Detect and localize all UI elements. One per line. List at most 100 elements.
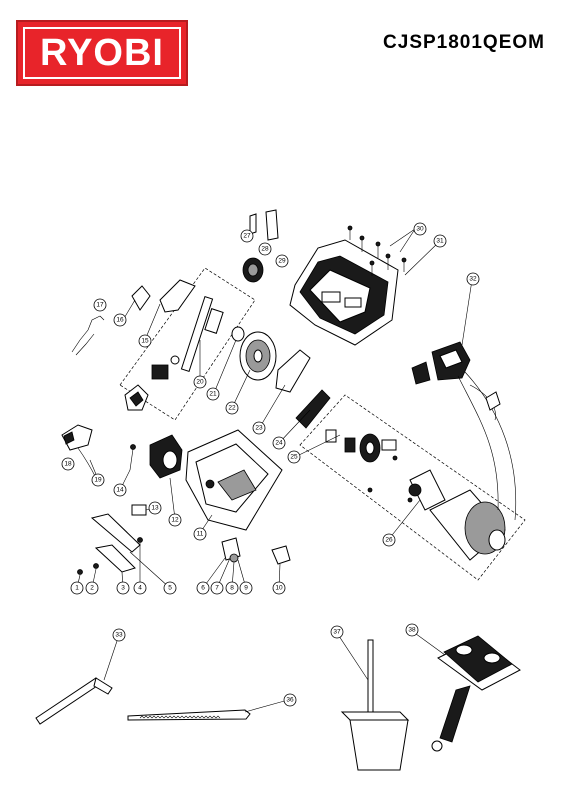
wire-19 [77, 447, 97, 479]
callout-9: 9 [239, 581, 253, 595]
svg-text:22: 22 [228, 405, 236, 412]
washer-small [170, 355, 180, 365]
callout-14: 14 [113, 483, 127, 497]
callout-24: 24 [272, 436, 286, 450]
plate-3-4 [94, 544, 136, 573]
callout-19: 19 [91, 473, 105, 487]
svg-text:11: 11 [197, 531, 204, 538]
svg-text:1: 1 [75, 585, 79, 592]
part-8 [229, 553, 239, 563]
callout-15: 15 [138, 334, 152, 348]
plate-13 [131, 504, 147, 516]
svg-text:3: 3 [121, 585, 125, 592]
svg-text:26: 26 [385, 537, 393, 544]
svg-text:37: 37 [333, 629, 341, 636]
svg-text:20: 20 [196, 379, 204, 386]
part-10 [271, 545, 291, 565]
washer-4 [137, 537, 143, 543]
screw-14 [130, 444, 136, 450]
part-27 [249, 213, 257, 235]
callout-28: 28 [258, 242, 272, 256]
svg-text:6: 6 [201, 585, 205, 592]
part-16 [131, 285, 151, 311]
part-lever-dark [129, 391, 144, 407]
svg-text:18: 18 [64, 461, 72, 468]
dust-adaptor-38 [431, 635, 521, 752]
callout-2: 2 [85, 581, 99, 595]
callout-32: 32 [466, 272, 480, 286]
spring-17 [71, 315, 101, 356]
model-number: CJSP1801QEOM [383, 32, 545, 53]
blade-36 [127, 709, 251, 721]
block-left [151, 364, 169, 380]
base-shoe-11 [185, 429, 283, 531]
svg-text:15: 15 [141, 338, 149, 345]
callout-25: 25 [287, 450, 301, 464]
callout-29: 29 [275, 254, 289, 268]
guide-37 [340, 639, 410, 771]
callout-12: 12 [168, 513, 182, 527]
svg-text:31: 31 [436, 238, 444, 245]
battery-connector-32 [411, 341, 517, 521]
callout-11: 11 [193, 527, 207, 541]
part-15 [159, 279, 196, 313]
knob-12 [149, 434, 183, 479]
svg-text:12: 12 [171, 517, 179, 524]
switch-18-dark [63, 431, 75, 445]
svg-text:13: 13 [151, 505, 159, 512]
svg-text:28: 28 [261, 246, 269, 253]
svg-text:9: 9 [244, 585, 248, 592]
callout-5: 5 [163, 581, 177, 595]
callout-16: 16 [113, 313, 127, 327]
svg-text:25: 25 [290, 454, 298, 461]
svg-text:4: 4 [138, 585, 142, 592]
callout-20: 20 [193, 375, 207, 389]
callout-18: 18 [61, 457, 75, 471]
svg-text:7: 7 [215, 585, 219, 592]
allen-key-33 [35, 677, 113, 725]
callout-38: 38 [405, 623, 419, 637]
svg-text:2: 2 [90, 585, 94, 592]
screw-14-shaft [129, 448, 134, 471]
motor-26 [408, 469, 506, 561]
screw-2 [93, 563, 99, 569]
callout-33: 33 [112, 628, 126, 642]
callout-30: 30 [413, 222, 427, 236]
svg-text:14: 14 [116, 487, 124, 494]
callout-6: 6 [196, 581, 210, 595]
part-28 [265, 209, 279, 241]
svg-text:38: 38 [408, 627, 416, 634]
callout-36: 36 [283, 693, 297, 707]
gear-29 [242, 257, 264, 283]
logo-text: RYOBI [40, 32, 164, 74]
svg-text:23: 23 [255, 425, 263, 432]
svg-text:17: 17 [96, 302, 104, 309]
svg-text:21: 21 [209, 391, 217, 398]
svg-text:29: 29 [278, 258, 286, 265]
screw-1 [77, 569, 83, 575]
callout-27: 27 [240, 229, 254, 243]
svg-text:16: 16 [116, 317, 124, 324]
group-outline-motor [299, 394, 526, 581]
svg-text:24: 24 [275, 440, 283, 447]
svg-text:8: 8 [230, 585, 234, 592]
callout-23: 23 [252, 421, 266, 435]
ryobi-logo: RYOBI [16, 20, 188, 86]
logo-border: RYOBI [23, 27, 181, 79]
svg-text:30: 30 [416, 226, 424, 233]
housing-top [289, 239, 399, 346]
callout-13: 13 [148, 501, 162, 515]
rod-20 [180, 295, 214, 373]
plate-24 [295, 389, 331, 429]
svg-text:19: 19 [94, 477, 102, 484]
callout-17: 17 [93, 298, 107, 312]
screws-motor [367, 455, 413, 503]
callout-37: 37 [330, 625, 344, 639]
svg-text:33: 33 [115, 632, 123, 639]
switch-18 [61, 424, 93, 451]
svg-text:27: 27 [243, 233, 251, 240]
callout-8: 8 [225, 581, 239, 595]
callout-26: 26 [382, 533, 396, 547]
callout-10: 10 [272, 581, 286, 595]
